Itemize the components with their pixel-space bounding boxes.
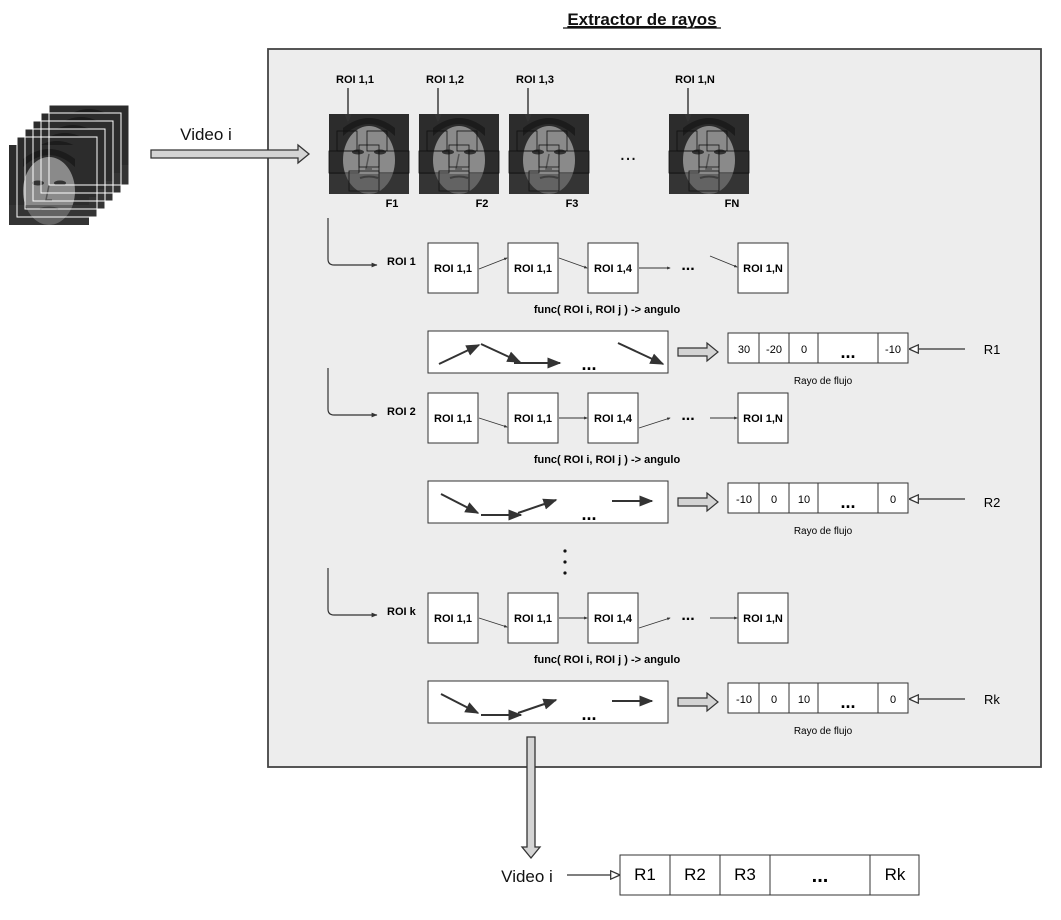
roi-row-k: ROI k ROI 1,1 ROI 1,1 ROI 1,4 ROI 1,N ..… (327, 568, 1000, 737)
ray-name: R1 (984, 342, 1001, 357)
roi-chain-box (427, 242, 479, 294)
ray-ellipsis: ... (840, 492, 855, 512)
chain-ellipsis: ... (681, 257, 694, 274)
roi-chain-box (507, 592, 559, 644)
output-ray-table: R1 R2 R3 ... Rk (619, 854, 920, 896)
ray-caption: Rayo de flujo (794, 526, 853, 537)
func-label: func( ROI i, ROI j ) -> angulo (534, 304, 681, 316)
roi-chain-box (427, 392, 479, 444)
roi-chain-box (737, 242, 789, 294)
roi-top-label: ROI 1,3 (516, 74, 554, 86)
ray-value: 0 (890, 494, 896, 506)
roi-chain-label: ROI 1,4 (594, 413, 633, 425)
frame-label: F3 (566, 198, 579, 210)
roi-chain-label: ROI 1,1 (434, 263, 472, 275)
output-cell: ... (812, 865, 829, 887)
output-cell: Rk (885, 865, 906, 884)
output-cell: R1 (634, 865, 656, 884)
roi-chain-label: ROI 1,1 (434, 413, 472, 425)
to-ray-arrow (677, 691, 719, 713)
roi-chain-label: ROI 1,N (743, 413, 783, 425)
frame-label: F2 (476, 198, 489, 210)
output-block-arrow (520, 736, 542, 860)
chain-ellipsis: ... (681, 607, 694, 624)
roi-row-label: ROI 1 (387, 256, 416, 268)
to-ray-arrow (677, 491, 719, 513)
ray-value: -10 (736, 694, 752, 706)
ray-value: -10 (736, 494, 752, 506)
frame-f2 (418, 113, 500, 195)
frame-label: FN (725, 198, 740, 210)
diagram-title: Extractor de rayos (567, 10, 716, 29)
frame-fn (668, 113, 750, 195)
roi-chain-box (427, 592, 479, 644)
ray-value: 0 (890, 694, 896, 706)
ray-value: 0 (771, 694, 777, 706)
input-video-stack (8, 104, 130, 226)
input-block-arrow (150, 143, 311, 165)
input-video-label: Video i (180, 125, 232, 144)
roi-chain-box (737, 392, 789, 444)
roi-row-label: ROI k (387, 606, 417, 618)
roi-row-1: ROI 1 ROI 1,1 ROI 1,1 ROI 1,4 ROI 1,N ..… (327, 218, 1001, 387)
roi-chain-box (587, 242, 639, 294)
roi-chain-label: ROI 1,1 (514, 263, 552, 275)
frames-ellipsis: ... (620, 143, 637, 165)
roi-chain-box (587, 392, 639, 444)
frame-f3 (508, 113, 590, 195)
frame-label: F1 (386, 198, 399, 210)
frame-labels: F1 F2 F3 FN (386, 198, 740, 210)
flow-ellipsis: ... (581, 704, 596, 724)
to-ray-arrow (677, 341, 719, 363)
ray-caption: Rayo de flujo (794, 376, 853, 387)
roi-top-label: ROI 1,1 (336, 74, 374, 86)
func-label: func( ROI i, ROI j ) -> angulo (534, 654, 681, 666)
vertical-ellipsis (563, 549, 567, 575)
ray-value: 0 (771, 494, 777, 506)
output-cell: R3 (734, 865, 756, 884)
func-label: func( ROI i, ROI j ) -> angulo (534, 454, 681, 466)
roi-chain-box (737, 592, 789, 644)
output-cell: R2 (684, 865, 706, 884)
roi-chain-label: ROI 1,4 (594, 613, 633, 625)
roi-row-label: ROI 2 (387, 406, 416, 418)
output-video-label: Video i (501, 867, 553, 886)
flow-ellipsis: ... (581, 354, 596, 374)
ray-value: -10 (885, 344, 901, 356)
roi-chain-label: ROI 1,4 (594, 263, 633, 275)
roi-chain-label: ROI 1,N (743, 613, 783, 625)
roi-row-2: ROI 2 ROI 1,1 ROI 1,1 ROI 1,4 ROI 1,N ..… (327, 368, 1001, 537)
ray-value: -20 (766, 344, 782, 356)
ray-value: 0 (801, 344, 807, 356)
roi-chain-label: ROI 1,1 (434, 613, 472, 625)
roi-chain-label: ROI 1,1 (514, 613, 552, 625)
ray-ellipsis: ... (840, 342, 855, 362)
chain-ellipsis: ... (681, 407, 694, 424)
ray-name: Rk (984, 692, 1000, 707)
roi-chain-box (507, 242, 559, 294)
ray-value: 10 (798, 694, 810, 706)
ray-name: R2 (984, 495, 1001, 510)
roi-chain-label: ROI 1,N (743, 263, 783, 275)
ray-value: 10 (798, 494, 810, 506)
ray-value: 30 (738, 344, 750, 356)
roi-top-labels: ROI 1,1 ROI 1,2 ROI 1,3 ROI 1,N (336, 74, 715, 123)
roi-top-label: ROI 1,N (675, 74, 715, 86)
ray-caption: Rayo de flujo (794, 726, 853, 737)
flow-ellipsis: ... (581, 504, 596, 524)
roi-chain-label: ROI 1,1 (514, 413, 552, 425)
frame-f1 (328, 113, 410, 195)
roi-chain-box (587, 592, 639, 644)
ray-ellipsis: ... (840, 692, 855, 712)
roi-chain-box (507, 392, 559, 444)
roi-top-label: ROI 1,2 (426, 74, 464, 86)
